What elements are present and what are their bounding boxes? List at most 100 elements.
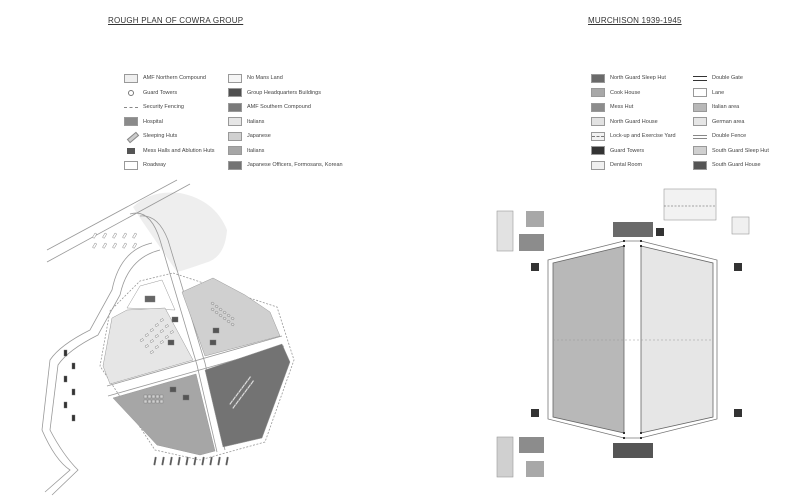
legend-item: Security Fencing bbox=[124, 102, 184, 112]
hut bbox=[112, 232, 118, 239]
hut bbox=[217, 456, 221, 466]
hut bbox=[214, 310, 219, 315]
hut bbox=[92, 232, 98, 239]
legend-label: Japanese Officers, Formosans, Korean bbox=[247, 162, 343, 168]
legend-item: Italians bbox=[228, 146, 264, 156]
japanese-compound bbox=[181, 277, 281, 357]
legend-swatch bbox=[591, 117, 605, 126]
legend-item: AMF Southern Compound bbox=[228, 102, 311, 112]
north-guard-sleep-hut bbox=[613, 222, 653, 237]
hut bbox=[182, 394, 190, 401]
legend-label: Hospital bbox=[143, 118, 163, 125]
hut bbox=[151, 394, 156, 399]
hut bbox=[149, 350, 154, 355]
legend-swatch bbox=[228, 146, 242, 155]
legend-label: Roadway bbox=[143, 162, 166, 168]
hut bbox=[112, 242, 118, 249]
legend-label: Sleeping Huts bbox=[143, 133, 178, 139]
hut bbox=[144, 295, 156, 303]
legend-item: Lock-up and Exercise Yard bbox=[591, 131, 676, 141]
legend-swatch bbox=[228, 117, 242, 126]
hut bbox=[139, 338, 144, 343]
hut bbox=[155, 394, 160, 399]
hut bbox=[164, 324, 169, 329]
hut bbox=[169, 386, 177, 393]
hut bbox=[151, 399, 156, 404]
hut bbox=[212, 327, 220, 334]
hut bbox=[177, 456, 181, 466]
legend-swatch bbox=[124, 73, 138, 83]
hut bbox=[144, 333, 149, 338]
cook-house-north bbox=[526, 211, 544, 227]
hut bbox=[171, 316, 179, 323]
legend-label: South Guard House bbox=[712, 162, 761, 168]
legend-label: Double Gate bbox=[712, 75, 743, 81]
mess-hut-north bbox=[519, 234, 544, 251]
legend-swatch bbox=[228, 131, 242, 141]
hut bbox=[246, 375, 252, 382]
legend-swatch bbox=[228, 88, 242, 97]
legend-item: AMF Northern Compound bbox=[124, 73, 206, 83]
legend-item: Mess Halls and Ablution Huts bbox=[124, 146, 215, 156]
hut bbox=[164, 335, 169, 340]
japanese-officers-compound bbox=[204, 343, 291, 448]
legend-label: Italians bbox=[247, 147, 265, 154]
legend-label: Japanese bbox=[247, 133, 271, 139]
legend-label: North Guard Sleep Hut bbox=[610, 75, 666, 81]
hut bbox=[154, 323, 159, 328]
double-gates bbox=[623, 240, 642, 439]
legend-item: No Mans Land bbox=[228, 73, 283, 83]
italian-area bbox=[552, 245, 625, 434]
hut bbox=[222, 316, 227, 321]
hut bbox=[249, 379, 255, 386]
camp-perimeter-fence bbox=[99, 272, 295, 461]
legend-swatch bbox=[591, 102, 605, 112]
hut bbox=[143, 399, 148, 404]
hut bbox=[122, 232, 128, 239]
hut bbox=[214, 304, 219, 309]
legend-double-icon bbox=[693, 132, 707, 141]
south-guard-sleep-hut bbox=[496, 436, 514, 478]
legend-item: North Guard Sleep Hut bbox=[591, 73, 666, 83]
legend-label: Double Fence bbox=[712, 133, 747, 139]
amf-northern-compound bbox=[133, 192, 227, 272]
hut bbox=[218, 313, 223, 318]
hut bbox=[153, 456, 157, 466]
legend-swatch bbox=[228, 73, 242, 83]
hut bbox=[210, 307, 215, 312]
italians-compound-south bbox=[112, 373, 216, 456]
legend-label: Security Fencing bbox=[143, 104, 184, 110]
legend-label: Mess Halls and Ablution Huts bbox=[143, 147, 215, 154]
legend-lockup-icon bbox=[591, 131, 605, 141]
hut bbox=[155, 399, 160, 404]
legend-item: German area bbox=[693, 117, 744, 127]
legend-item: South Guard House bbox=[693, 160, 761, 170]
legend-label: North Guard House bbox=[610, 118, 658, 125]
legend-label: Italian area bbox=[712, 104, 740, 110]
legend-label: AMF Northern Compound bbox=[143, 75, 206, 81]
hut bbox=[149, 328, 154, 333]
hut bbox=[209, 456, 213, 466]
legend-item: Double Gate bbox=[693, 73, 743, 83]
legend-label: Dental Room bbox=[610, 162, 643, 168]
legend-gate-icon bbox=[693, 74, 707, 83]
hut bbox=[159, 399, 164, 404]
hut bbox=[71, 362, 76, 370]
legend-label: AMF Southern Compound bbox=[247, 104, 311, 110]
hut bbox=[92, 242, 98, 249]
hut bbox=[102, 242, 108, 249]
hut bbox=[63, 349, 68, 357]
legend-item: Mess Hut bbox=[591, 102, 633, 112]
legend-mess-icon bbox=[124, 146, 138, 155]
legend-label: Cook House bbox=[610, 89, 641, 96]
hut bbox=[63, 401, 68, 409]
legend-item: Double Fence bbox=[693, 131, 746, 141]
hut bbox=[132, 242, 138, 249]
legend-item: Japanese Officers, Formosans, Korean bbox=[228, 160, 343, 170]
cowra-title: ROUGH PLAN OF COWRA GROUP bbox=[108, 16, 244, 25]
south-guard-house bbox=[613, 443, 653, 458]
hut bbox=[201, 456, 205, 466]
hut bbox=[230, 322, 235, 327]
legend-item: Roadway bbox=[124, 160, 166, 170]
lock-up-exercise-yard bbox=[663, 188, 717, 221]
